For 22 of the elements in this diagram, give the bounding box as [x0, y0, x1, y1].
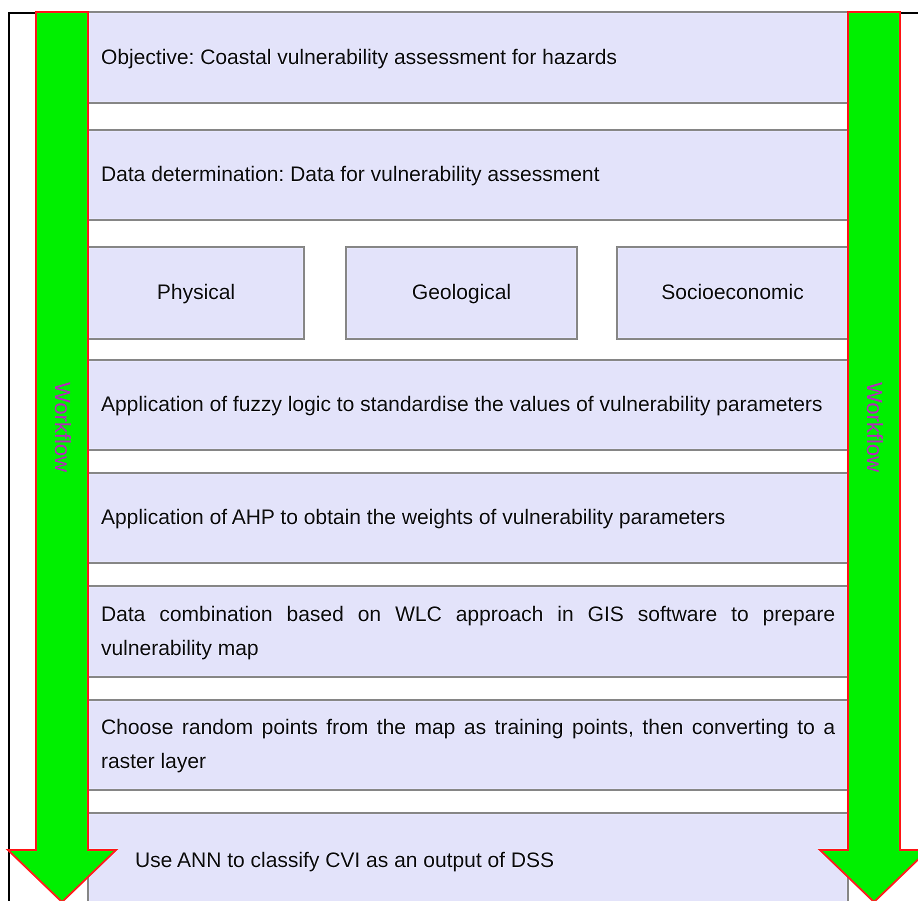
step-text: Data combination based on WLC approach in GIS software to prepare vulnerability map: [101, 602, 835, 662]
category-box: [87, 246, 305, 340]
step-text: Socioeconomic: [661, 280, 804, 306]
process-box: [87, 359, 849, 451]
category-box: [616, 246, 849, 340]
step-text: Physical: [156, 280, 236, 306]
step-text: Geological: [412, 280, 512, 306]
process-box: [87, 129, 849, 221]
step-text: Application of fuzzy logic to standardise the values of vulnerability parameters: [101, 392, 824, 418]
process-box: [87, 585, 849, 678]
arrow-label: Workflow: [863, 382, 885, 472]
category-box: [345, 246, 578, 340]
step-text: Choose random points from the map as training points, then converting to a raster layer: [101, 715, 835, 775]
step-text: Objective: Coastal vulnerability assessment for hazards: [101, 44, 618, 71]
step-text: Data determination: Data for vulnerability assessment: [101, 162, 600, 188]
process-box: [87, 812, 849, 901]
step-text: Use ANN to classify CVI as an output of DSS: [135, 848, 556, 874]
process-box: [87, 11, 849, 104]
arrow-label: Workflow: [51, 382, 73, 472]
step-text: Application of AHP to obtain the weights of vulnerability parameters: [101, 505, 726, 532]
process-box: [87, 472, 849, 564]
process-box: [87, 699, 849, 791]
